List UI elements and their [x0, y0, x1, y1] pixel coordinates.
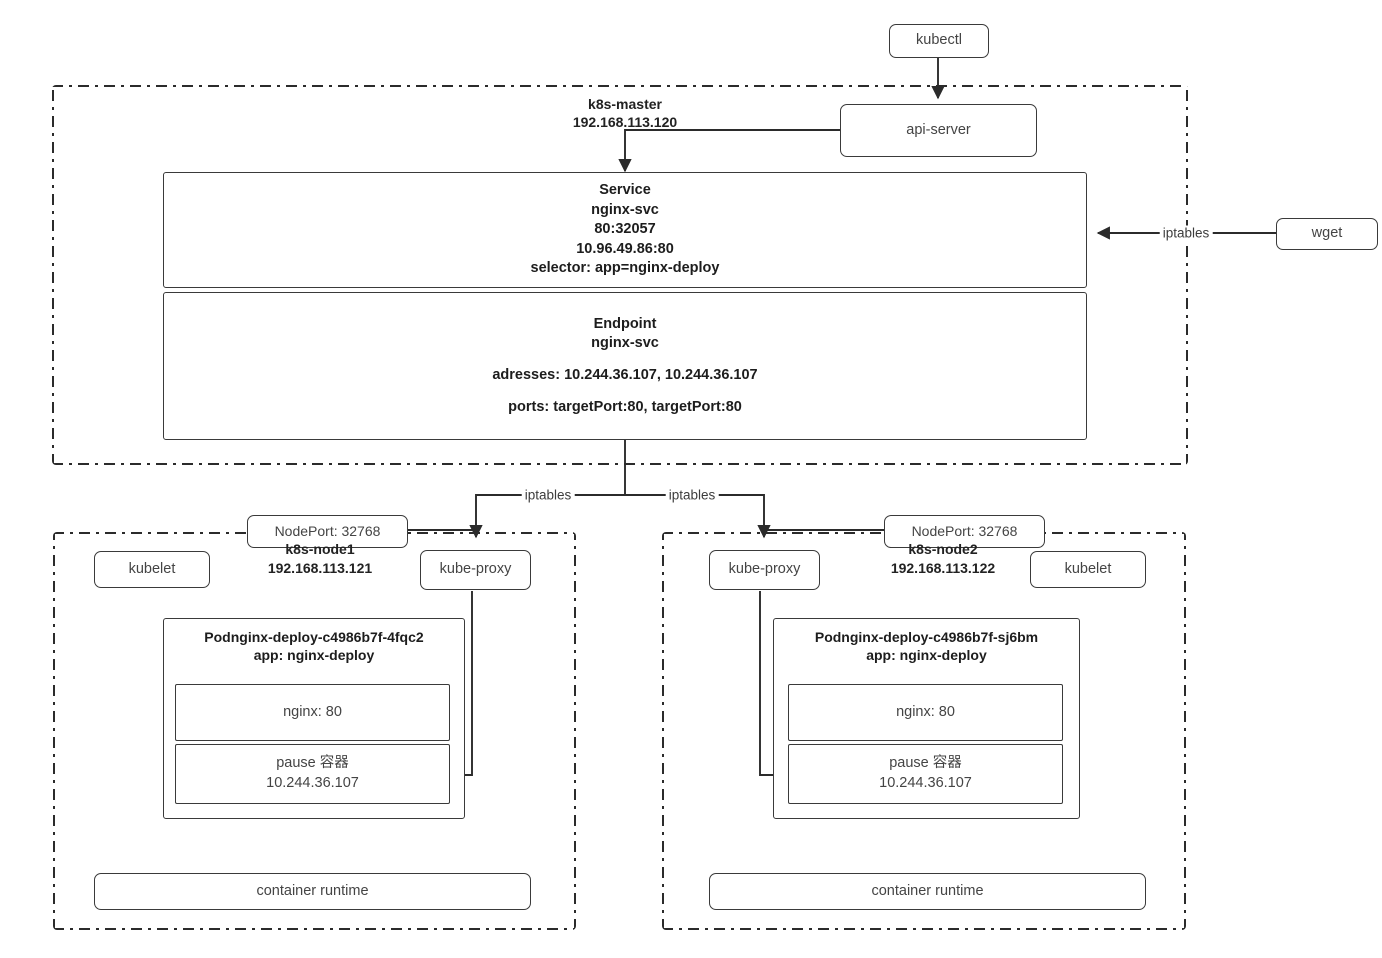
node1-container-nginx[interactable]: nginx: 80	[175, 684, 450, 741]
node2-kubelet-box[interactable]: kubelet	[1030, 551, 1146, 588]
node2-pod-app: app: nginx-deploy	[866, 647, 987, 664]
endpoint-name: nginx-svc	[591, 335, 659, 352]
endpoint-addresses: adresses: 10.244.36.107, 10.244.36.107	[492, 367, 758, 383]
service-cluster-ip: 10.96.49.86:80	[576, 240, 674, 257]
node2-container-runtime-box[interactable]: container runtime	[709, 873, 1146, 910]
node1-kubelet-box[interactable]: kubelet	[94, 551, 210, 588]
iptables-label-node1: iptables	[521, 487, 575, 503]
node1-container-nginx-label: nginx: 80	[283, 703, 342, 720]
node2-container-pause-label: pause 容器	[889, 755, 962, 772]
k8s-master-name: k8s-master	[588, 96, 662, 112]
iptables-label-wget: iptables	[1159, 225, 1213, 241]
endpoint-ports: ports: targetPort:80, targetPort:80	[508, 398, 742, 415]
node2-name-text: k8s-node2	[908, 541, 978, 557]
service-name: nginx-svc	[591, 201, 659, 218]
node1-container-pause-ip: 10.244.36.107	[266, 775, 359, 791]
node2-ip: 192.168.113.122	[891, 560, 995, 576]
node1-kube-proxy-box[interactable]: kube-proxy	[420, 550, 531, 590]
node2-kube-proxy-label: kube-proxy	[728, 561, 801, 578]
node1-pod-name: Podnginx-deploy-c4986b7f-4fqc2	[204, 629, 424, 645]
k8s-master-name-text: k8s-master	[588, 96, 662, 112]
node1-nodeport-label: NodePort: 32768	[274, 523, 381, 540]
service-box[interactable]: Service nginx-svc 80:32057 10.96.49.86:8…	[163, 172, 1087, 288]
node2-container-nginx-label: nginx: 80	[896, 703, 955, 720]
node1-container-runtime-label: container runtime	[256, 882, 369, 899]
api-server-box[interactable]: api-server	[840, 104, 1037, 157]
node2-kubelet-label: kubelet	[1064, 560, 1112, 577]
node1-name: k8s-node1	[285, 541, 354, 557]
service-title: Service	[599, 182, 651, 199]
service-selector: selector: app=nginx-deploy	[530, 260, 720, 277]
node1-container-pause-label: pause 容器	[276, 755, 349, 772]
k8s-master-ip-text: 192.168.113.120	[572, 114, 678, 130]
iptables-label-node2: iptables	[665, 487, 719, 503]
wget-box[interactable]: wget	[1276, 218, 1378, 250]
k8s-master-ip: 192.168.113.120	[573, 114, 677, 130]
node1-name-text: k8s-node1	[285, 541, 355, 557]
node2-kube-proxy-box[interactable]: kube-proxy	[709, 550, 820, 590]
kubectl-label: kubectl	[916, 32, 962, 49]
node2-ip-text: 192.168.113.122	[890, 560, 996, 576]
node2-container-pause-ip: 10.244.36.107	[879, 775, 972, 791]
node1-container-runtime-box[interactable]: container runtime	[94, 873, 531, 910]
node1-kube-proxy-label: kube-proxy	[439, 561, 512, 578]
wget-label: wget	[1311, 225, 1343, 242]
node1-container-pause[interactable]: pause 容器 10.244.36.107	[175, 744, 450, 804]
node1-nodeport-box[interactable]: NodePort: 32768	[247, 515, 408, 548]
service-ports: 80:32057	[594, 221, 656, 238]
endpoint-box[interactable]: Endpoint nginx-svc adresses: 10.244.36.1…	[163, 292, 1087, 440]
node1-pod-app: app: nginx-deploy	[253, 647, 375, 664]
node2-container-nginx[interactable]: nginx: 80	[788, 684, 1063, 741]
api-server-label: api-server	[906, 121, 971, 138]
node2-container-runtime-label: container runtime	[871, 882, 984, 899]
node1-ip: 192.168.113.121	[268, 560, 372, 576]
node2-nodeport-label: NodePort: 32768	[911, 523, 1018, 540]
node1-ip-text: 192.168.113.121	[267, 560, 373, 576]
node2-pod-name: Podnginx-deploy-c4986b7f-sj6bm	[814, 629, 1039, 645]
node2-container-pause[interactable]: pause 容器 10.244.36.107	[788, 744, 1063, 804]
node2-name: k8s-node2	[908, 541, 977, 557]
node2-nodeport-box[interactable]: NodePort: 32768	[884, 515, 1045, 548]
endpoint-title: Endpoint	[593, 315, 657, 332]
node1-kubelet-label: kubelet	[128, 560, 176, 577]
kubectl-box[interactable]: kubectl	[889, 24, 989, 58]
